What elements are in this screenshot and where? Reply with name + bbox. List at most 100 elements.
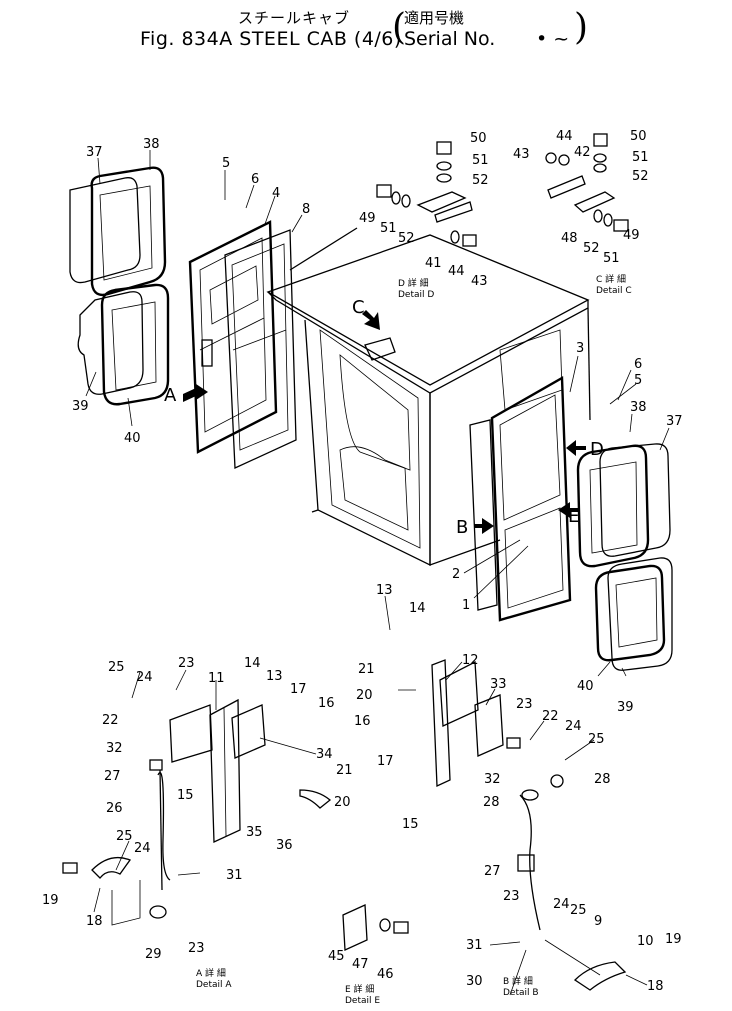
detail-b-hardware [431, 659, 627, 991]
callout-3: 3 [576, 341, 584, 356]
callout-18: 18 [86, 914, 103, 929]
callout-15: 15 [177, 788, 194, 803]
detail-b-label-jp: B 詳 細 [503, 975, 533, 987]
callout-20: 20 [356, 688, 373, 703]
callout-10: 10 [637, 934, 654, 949]
title-japanese: スチールキャブ [238, 9, 351, 27]
callout-51: 51 [632, 150, 649, 165]
callout-40: 40 [124, 431, 141, 446]
serial-label: Serial No. [404, 28, 496, 50]
detail-a-hardware [62, 698, 332, 926]
callout-2: 2 [452, 567, 460, 582]
callout-36: 36 [276, 838, 293, 853]
callout-28: 28 [483, 795, 500, 810]
right-door-frame [469, 375, 572, 622]
callout-24: 24 [136, 670, 153, 685]
callout-23: 23 [516, 697, 533, 712]
callout-42: 42 [574, 145, 591, 160]
callout-50: 50 [470, 131, 487, 146]
callout-13: 13 [376, 583, 393, 598]
callout-28: 28 [594, 772, 611, 787]
callout-6: 6 [251, 172, 259, 187]
callout-29: 29 [145, 947, 162, 962]
callout-19: 19 [42, 893, 59, 908]
callout-22: 22 [102, 713, 119, 728]
figure-title: Fig. 834A STEEL CAB (4/6) [140, 28, 402, 50]
view-arrow-a: A [164, 385, 177, 406]
callout-8: 8 [302, 202, 310, 217]
paren-close: ) [574, 7, 589, 48]
callout-17: 17 [290, 682, 307, 697]
right-window-assembly [576, 443, 673, 671]
callout-25: 25 [570, 903, 587, 918]
callout-39: 39 [617, 700, 634, 715]
callout-18: 18 [647, 979, 664, 994]
callout-37: 37 [666, 414, 683, 429]
callout-5: 5 [634, 373, 642, 388]
callout-46: 46 [377, 967, 394, 982]
callout-51: 51 [472, 153, 489, 168]
cab-body [266, 227, 591, 567]
callout-27: 27 [484, 864, 501, 879]
callout-37: 37 [86, 145, 103, 160]
callout-43: 43 [471, 274, 488, 289]
callout-48: 48 [561, 231, 578, 246]
left-window-assembly [69, 166, 170, 406]
callout-9: 9 [594, 914, 602, 929]
callout-19: 19 [665, 932, 682, 947]
callout-50: 50 [630, 129, 647, 144]
callout-12: 12 [462, 653, 479, 668]
serial-range: • ~ [536, 28, 570, 50]
detail-e-label: Detail E [345, 996, 380, 1006]
callout-21: 21 [336, 763, 353, 778]
callout-51: 51 [380, 221, 397, 236]
callout-11: 11 [208, 671, 225, 686]
callout-33: 33 [490, 677, 507, 692]
left-door-outer-panel [224, 229, 297, 469]
callout-13: 13 [266, 669, 283, 684]
callout-23: 23 [503, 889, 520, 904]
callout-24: 24 [134, 841, 151, 856]
callout-25: 25 [116, 829, 133, 844]
callout-31: 31 [226, 868, 243, 883]
callout-52: 52 [583, 241, 600, 256]
view-arrow-c: C [352, 297, 365, 318]
callout-41: 41 [425, 256, 442, 271]
detail-d-label-jp: D 詳 細 [398, 277, 429, 289]
callout-24: 24 [553, 897, 570, 912]
detail-d-label: Detail D [398, 290, 434, 300]
callout-35: 35 [246, 825, 263, 840]
callout-44: 44 [556, 129, 573, 144]
view-arrows: A B C D E [164, 297, 604, 538]
callout-14: 14 [409, 601, 426, 616]
callout-23: 23 [188, 941, 205, 956]
detail-c-label-jp: C 詳 細 [596, 273, 626, 285]
detail-e-label-jp: E 詳 細 [345, 983, 374, 995]
callout-20: 20 [334, 795, 351, 810]
serial-label-japanese: 適用号機 [404, 9, 465, 27]
callout-4: 4 [272, 186, 280, 201]
callout-6: 6 [634, 357, 642, 372]
detail-c-hardware [545, 133, 629, 232]
callout-30: 30 [466, 974, 483, 989]
callout-21: 21 [358, 662, 375, 677]
callout-39: 39 [72, 399, 89, 414]
callout-16: 16 [318, 696, 335, 711]
detail-a-label: Detail A [196, 980, 232, 990]
view-arrow-b: B [456, 517, 468, 538]
callout-43: 43 [513, 147, 530, 162]
callout-52: 52 [472, 173, 489, 188]
paren-open: ( [392, 7, 407, 48]
callout-26: 26 [106, 801, 123, 816]
callout-45: 45 [328, 949, 345, 964]
callout-17: 17 [377, 754, 394, 769]
detail-d-hardware [376, 141, 477, 247]
callout-31: 31 [466, 938, 483, 953]
detail-c-label: Detail C [596, 286, 632, 296]
view-arrow-d: D [590, 439, 604, 460]
detail-a-label-jp: A 詳 細 [196, 967, 226, 979]
callout-34: 34 [316, 747, 333, 762]
callout-49: 49 [359, 211, 376, 226]
